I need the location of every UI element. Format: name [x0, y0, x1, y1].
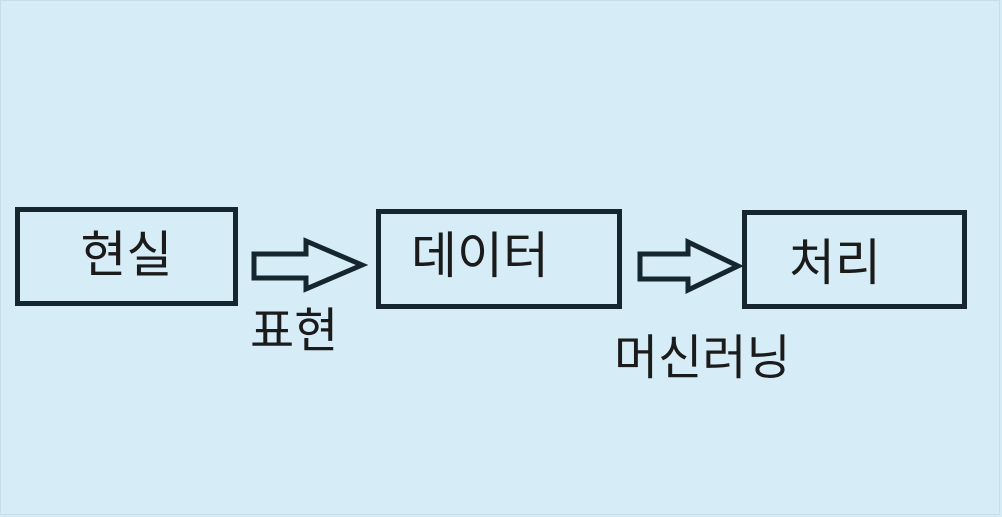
node-data: 데이터	[376, 209, 622, 309]
node-data-label: 데이터	[411, 227, 549, 285]
node-processing: 처리	[742, 210, 967, 309]
arrow-reality-to-data	[251, 237, 369, 293]
node-reality-label: 현실	[80, 225, 173, 284]
arrow-data-to-processing	[637, 238, 744, 294]
node-processing-label: 처리	[789, 233, 881, 292]
node-reality: 현실	[15, 207, 238, 306]
edge-label-machine-learning: 머신러닝	[614, 330, 791, 386]
edge-label-representation: 표현	[250, 303, 339, 359]
